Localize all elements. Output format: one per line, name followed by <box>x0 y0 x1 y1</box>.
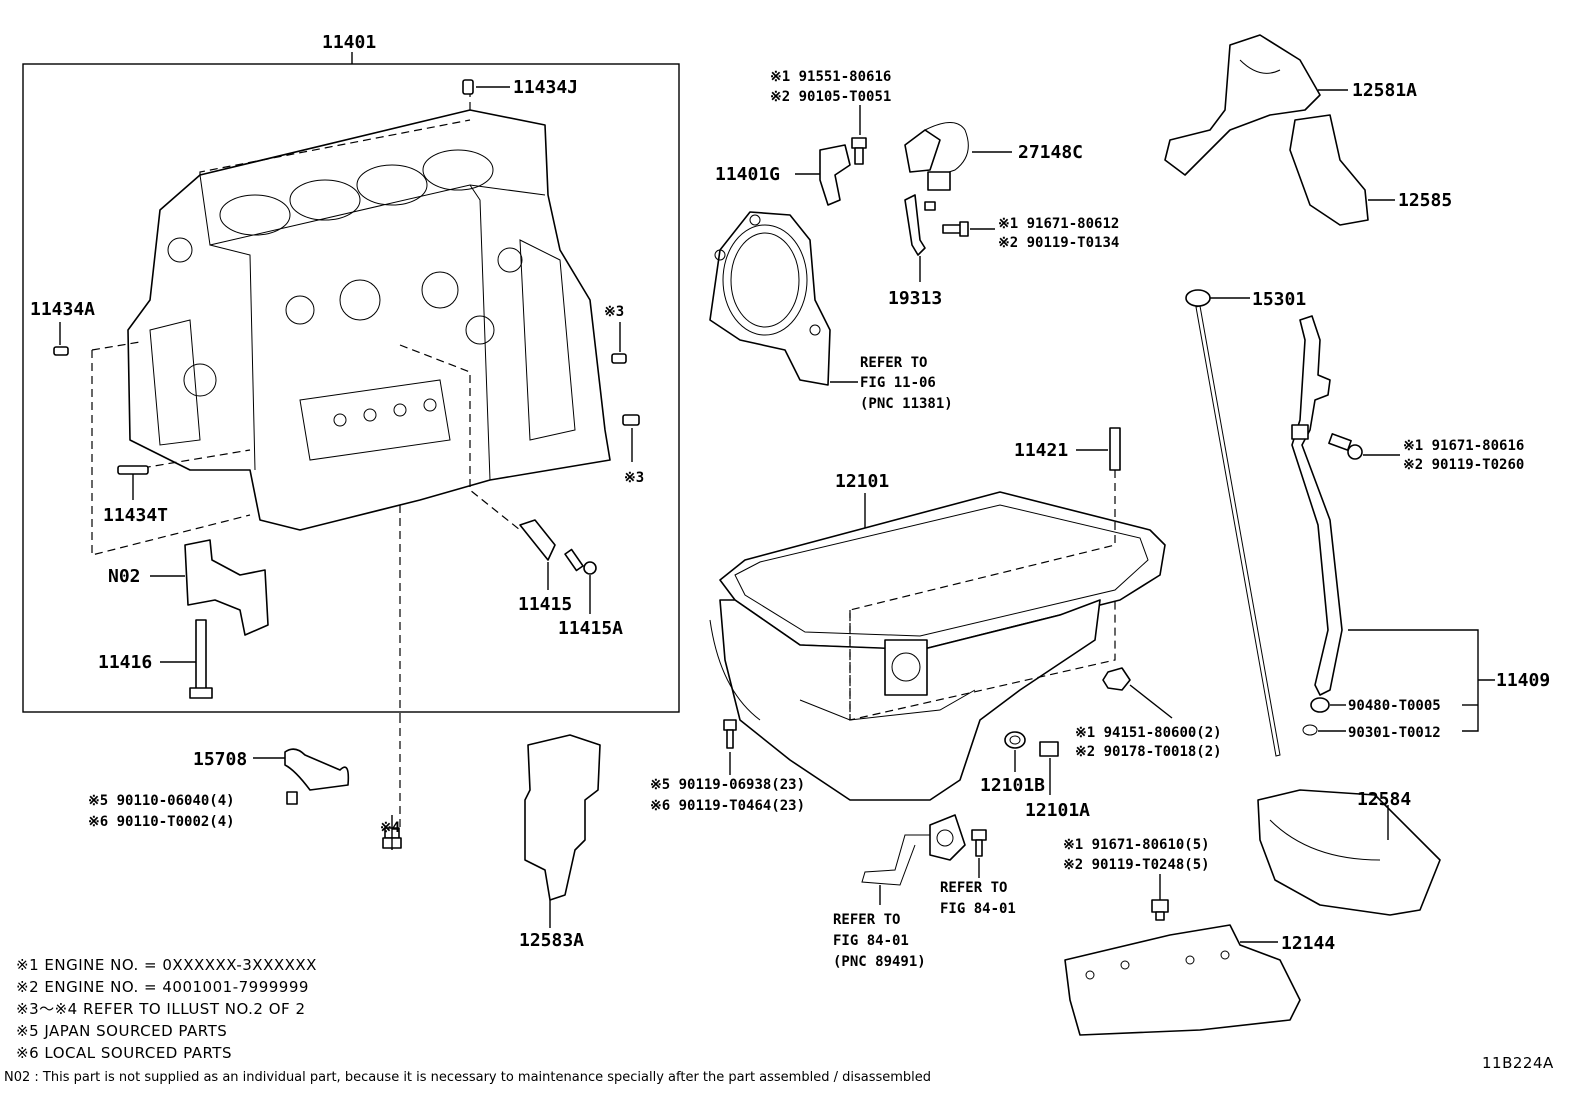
insulators-upper-right: 12581A 12585 <box>1164 34 1452 226</box>
spec-94151-80600[interactable]: ※1 94151-80600(2) <box>1075 725 1222 741</box>
refer-fig8401b-line2[interactable]: FIG 84-01 <box>833 933 909 949</box>
spec-90110-06040[interactable]: ※5 90110-06040(4) <box>88 793 235 809</box>
label-11409[interactable]: 11409 <box>1496 670 1550 691</box>
spec-90480-T0005[interactable]: 90480-T0005 <box>1348 698 1441 714</box>
spec-91671-80610[interactable]: ※1 91671-80610(5) <box>1063 837 1210 853</box>
label-11421[interactable]: 11421 <box>1014 440 1068 461</box>
note-n02: N02 : This part is not supplied as an in… <box>4 1070 931 1085</box>
refer-fig8401a-line1: REFER TO <box>940 880 1007 896</box>
spec-90110-T0002[interactable]: ※6 90110-T0002(4) <box>88 814 235 830</box>
note-2: ※2 ENGINE NO. = 4001001-7999999 <box>16 978 309 996</box>
label-19313[interactable]: 19313 <box>888 288 942 309</box>
label-12585[interactable]: 12585 <box>1398 190 1452 211</box>
note-5: ※5 JAPAN SOURCED PARTS <box>16 1022 227 1040</box>
label-12101[interactable]: 12101 <box>835 471 889 492</box>
refer-fig1106-line2[interactable]: FIG 11-06 <box>860 375 936 391</box>
label-11416[interactable]: 11416 <box>98 652 152 673</box>
label-27148C[interactable]: 27148C <box>1018 142 1083 163</box>
cylinder-block-frame <box>22 63 680 713</box>
ref-note-3b: ※3 <box>624 470 644 486</box>
label-12584[interactable]: 12584 <box>1357 789 1411 810</box>
label-11434T[interactable]: 11434T <box>103 505 168 526</box>
label-11401G[interactable]: 11401G <box>715 164 780 185</box>
dipstick-group: 15301 ※1 91671-80616 ※2 90119-T0260 9048… <box>1185 289 1550 757</box>
ref-note-3a: ※3 <box>604 304 624 320</box>
spec-91551-80616[interactable]: ※1 91551-80616 <box>770 69 891 85</box>
label-12583A[interactable]: 12583A <box>519 930 584 951</box>
spec-90119-T0248[interactable]: ※2 90119-T0248(5) <box>1063 857 1210 873</box>
spec-90119-T0134[interactable]: ※2 90119-T0134 <box>998 235 1119 251</box>
spec-90119-T0260[interactable]: ※2 90119-T0260 <box>1403 457 1524 473</box>
oil-pan-group: 11421 12101 ※1 94151-80600(2) ※2 90178-T… <box>650 427 1222 821</box>
label-15708[interactable]: 15708 <box>193 749 247 770</box>
label-N02[interactable]: N02 <box>108 566 141 587</box>
label-12101A[interactable]: 12101A <box>1025 800 1090 821</box>
refer-fig8401b-line1: REFER TO <box>833 912 900 928</box>
sensor-and-retainer: ※1 91551-80616 ※2 90105-T0051 11401G REF… <box>709 69 953 412</box>
lower-left-parts: 15708 ※5 90110-06040(4) ※6 90110-T0002(4… <box>88 748 402 850</box>
refer-fig8401a-line2[interactable]: FIG 84-01 <box>940 901 1016 917</box>
legend-notes: ※1 ENGINE NO. = 0XXXXXX-3XXXXXX ※2 ENGIN… <box>4 956 1554 1085</box>
label-12581A[interactable]: 12581A <box>1352 80 1417 101</box>
label-11434A[interactable]: 11434A <box>30 299 95 320</box>
label-12144[interactable]: 12144 <box>1281 933 1335 954</box>
ref-note-4: ※4 <box>380 820 400 836</box>
label-12101B[interactable]: 12101B <box>980 775 1045 796</box>
illustration-id: 11B224A <box>1482 1054 1554 1072</box>
cylinder-block-group: 11401 <box>22 32 680 828</box>
refer-fig1106-line3[interactable]: (PNC 11381) <box>860 396 953 412</box>
spec-90105-T0051[interactable]: ※2 90105-T0051 <box>770 89 891 105</box>
note-1: ※1 ENGINE NO. = 0XXXXXX-3XXXXXX <box>16 956 317 974</box>
note-6: ※6 LOCAL SOURCED PARTS <box>16 1044 232 1062</box>
label-11415[interactable]: 11415 <box>518 594 572 615</box>
label-15301[interactable]: 15301 <box>1252 289 1306 310</box>
spec-90119-T0464[interactable]: ※6 90119-T0464(23) <box>650 798 805 814</box>
refer-fig1106-line1: REFER TO <box>860 355 927 371</box>
spec-91671-80612[interactable]: ※1 91671-80612 <box>998 216 1119 232</box>
spec-90301-T0012[interactable]: 90301-T0012 <box>1348 725 1441 741</box>
oil-strainer-group: REFER TO FIG 84-01 REFER TO FIG 84-01 (P… <box>833 814 1016 970</box>
spec-90119-06938[interactable]: ※5 90119-06938(23) <box>650 777 805 793</box>
covers-lower-right: 12584 ※1 91671-80610(5) ※2 90119-T0248(5… <box>1063 789 1441 1036</box>
sensor-wire-group: 27148C ※1 91671-80612 ※2 90119-T0134 193… <box>888 122 1119 309</box>
label-11415A[interactable]: 11415A <box>558 618 623 639</box>
note-3: ※3～※4 REFER TO ILLUST NO.2 OF 2 <box>16 1000 306 1018</box>
insulator-12583A: 12583A <box>519 734 601 951</box>
refer-fig8401b-line3[interactable]: (PNC 89491) <box>833 954 926 970</box>
cylinder-block-illustration <box>127 109 611 531</box>
label-11401[interactable]: 11401 <box>322 32 376 53</box>
label-11434J[interactable]: 11434J <box>513 77 578 98</box>
spec-90178-T0018[interactable]: ※2 90178-T0018(2) <box>1075 744 1222 760</box>
spec-91671-80616[interactable]: ※1 91671-80616 <box>1403 438 1524 454</box>
